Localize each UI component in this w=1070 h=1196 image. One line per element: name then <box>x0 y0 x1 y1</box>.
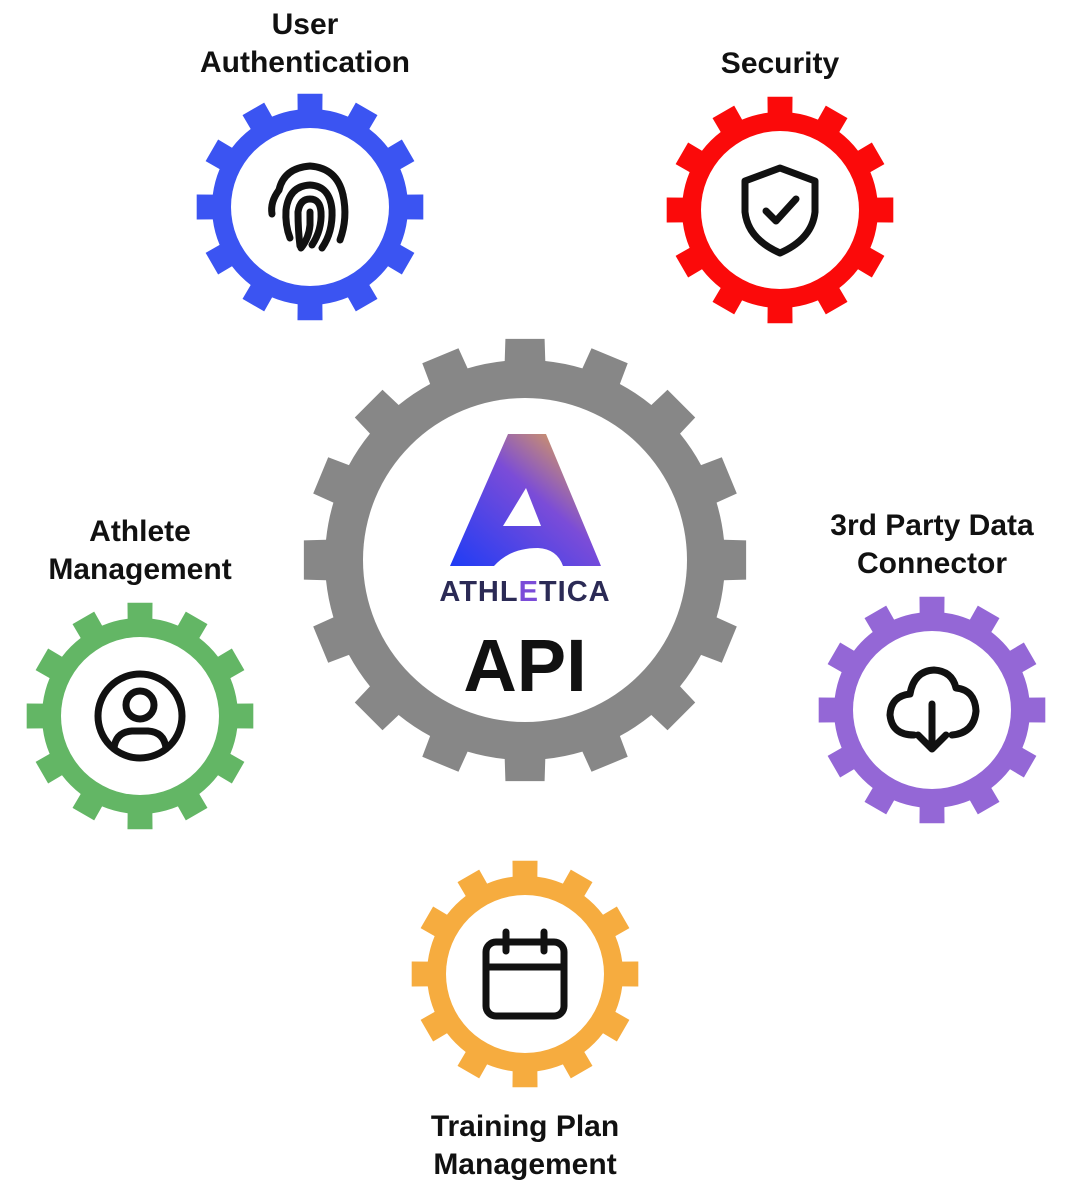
calendar-icon <box>482 928 568 1020</box>
wordmark-part-a: ATHL <box>439 576 519 608</box>
label-security: Security <box>721 45 839 83</box>
label-user-authentication: User Authentication <box>200 6 410 82</box>
label-third-party-data-connector-line2: Connector <box>857 547 1007 580</box>
athletica-logo-icon <box>450 434 601 566</box>
label-training-plan-management-line2: Management <box>433 1148 617 1181</box>
label-third-party-data-connector: 3rd Party Data Connector <box>830 507 1033 583</box>
label-third-party-data-connector-line1: 3rd Party Data <box>830 509 1034 542</box>
wordmark-part-b: TICA <box>538 576 611 608</box>
label-athlete-management: Athlete Management <box>48 513 231 589</box>
label-user-authentication-line1: User <box>271 8 339 41</box>
label-training-plan-management: Training Plan Management <box>431 1108 619 1184</box>
api-title: API <box>463 624 587 707</box>
wordmark-accent: E <box>518 576 539 608</box>
label-security-line1: Security <box>720 47 840 80</box>
fingerprint-icon <box>268 162 349 252</box>
cloud-download-icon <box>886 666 980 753</box>
label-athlete-management-line1: Athlete <box>89 515 191 548</box>
label-user-authentication-line2: Authentication <box>200 46 410 79</box>
gear-user-authentication <box>196 93 424 321</box>
center-gear-hub <box>363 398 687 722</box>
shield-check-icon <box>741 164 819 257</box>
center-gear <box>303 338 747 782</box>
user-circle-icon <box>94 670 186 762</box>
athletica-wordmark: ATHLETICA <box>439 576 610 609</box>
gear-security <box>666 96 894 324</box>
gear-training-plan-management <box>411 860 639 1088</box>
label-athlete-management-line2: Management <box>48 553 232 586</box>
label-training-plan-management-line1: Training Plan <box>430 1110 620 1143</box>
